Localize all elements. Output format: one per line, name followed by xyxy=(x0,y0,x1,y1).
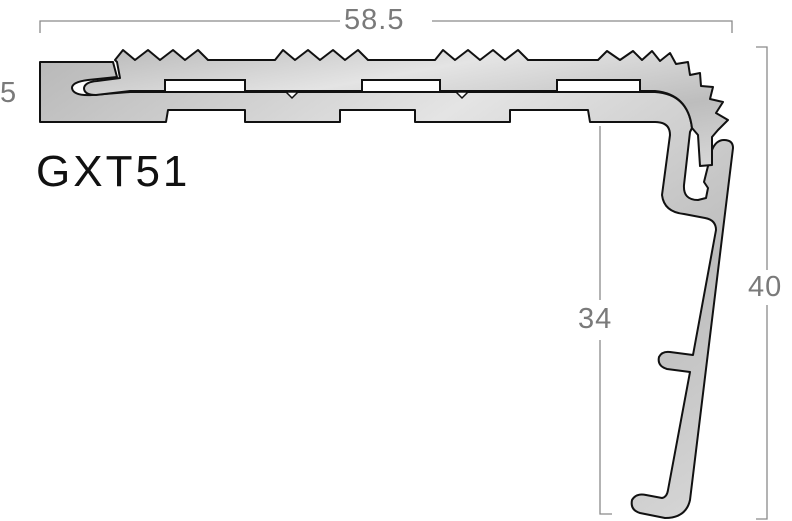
v-notch xyxy=(454,91,470,100)
product-code: GXT51 xyxy=(36,147,191,196)
slot xyxy=(556,79,641,91)
thickness-dimension-label: 5 xyxy=(0,77,18,109)
slot xyxy=(164,79,246,91)
inner-leg-dimension-line xyxy=(599,126,612,515)
base-profile xyxy=(39,61,734,519)
slots xyxy=(164,79,641,91)
total-height-dimension-label: 40 xyxy=(748,271,783,303)
inner-leg-dimension-label: 34 xyxy=(578,303,613,335)
width-dimension-line xyxy=(39,20,733,33)
dimension-lines xyxy=(39,20,768,520)
width-dimension-label: 58.5 xyxy=(340,6,409,35)
total-height-dimension-line xyxy=(756,46,768,520)
v-notch xyxy=(284,91,300,100)
slot xyxy=(361,79,441,91)
v-notches xyxy=(284,91,470,100)
